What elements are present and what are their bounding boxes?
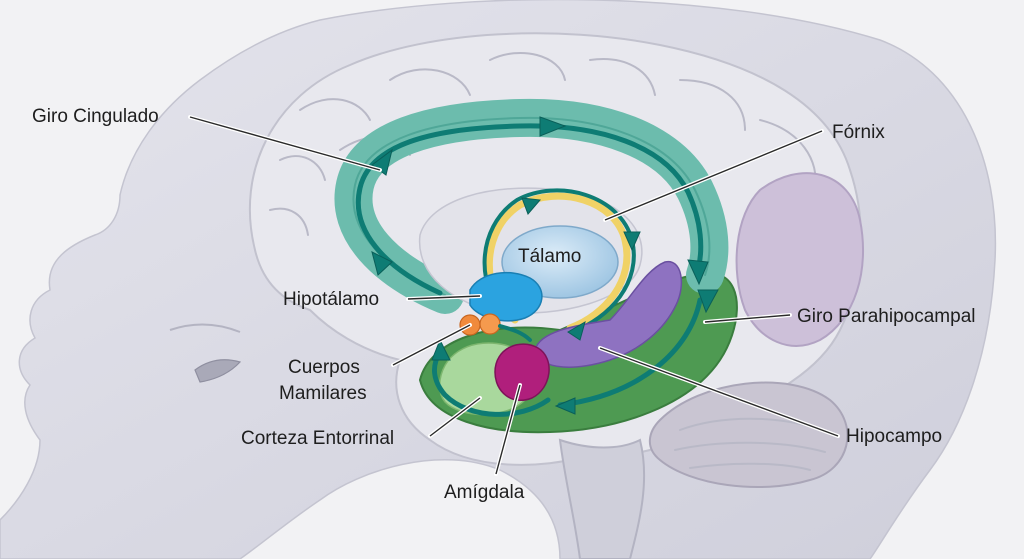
label-cuerpos-mamilares-line2: Mamilares xyxy=(279,383,367,404)
amygdala xyxy=(494,343,550,401)
entorhinal-flow xyxy=(432,349,551,417)
label-amigdala: Amígdala xyxy=(444,482,525,503)
occipital-lobe xyxy=(735,172,864,347)
brow-mark xyxy=(169,323,241,333)
label-giro-parahipocampal: Giro Parahipocampal xyxy=(797,306,975,327)
label-giro-cingulado: Giro Cingulado xyxy=(32,106,159,127)
fornix xyxy=(485,192,631,332)
cingulate-flow-arrow xyxy=(355,123,704,296)
pathway-arrowheads xyxy=(371,116,719,415)
eye-mark xyxy=(194,359,242,383)
label-cuerpos-mamilares-line1: Cuerpos xyxy=(288,357,360,378)
fornix-flow xyxy=(482,188,636,334)
leader-lines xyxy=(188,115,840,476)
label-hipotalamo: Hipotálamo xyxy=(283,289,379,310)
mammillary-flow xyxy=(498,324,532,342)
brainstem xyxy=(558,438,646,559)
label-hipocampo: Hipocampo xyxy=(846,426,942,447)
label-corteza-entorrinal: Corteza Entorrinal xyxy=(241,428,394,449)
cerebellum xyxy=(648,381,849,489)
cingulate-pathway-edge xyxy=(352,116,711,296)
hippocampus xyxy=(534,261,683,368)
label-talamo: Tálamo xyxy=(518,246,581,267)
label-fornix: Fórnix xyxy=(832,122,885,143)
